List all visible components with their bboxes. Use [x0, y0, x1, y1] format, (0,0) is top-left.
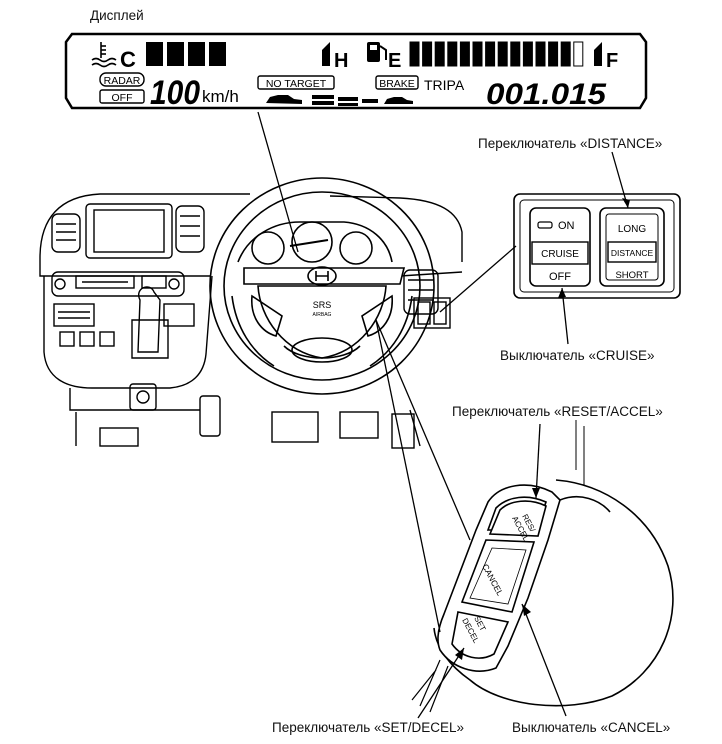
fuel-segment: [485, 41, 496, 67]
steering-stalk-detail: [411, 420, 674, 713]
cruise-switch-label: Выключатель «CRUISE»: [500, 348, 655, 363]
cruise-switch-panel: ON CRUISE OFF LONG DISTANCE SHORT: [513, 193, 681, 299]
cruise-button-label: CRUISE: [541, 249, 579, 260]
cold-mark: C: [120, 47, 136, 72]
temp-segment: [209, 42, 226, 66]
fuel-gauge-bars: [409, 41, 584, 67]
dashboard-drawing: [39, 193, 463, 449]
cruise-arrow: [558, 288, 566, 298]
cruise-off-label: OFF: [549, 271, 571, 283]
set-decel-leader: [417, 647, 465, 719]
fuel-segment: [459, 41, 470, 67]
distance-bar-3: [338, 97, 358, 101]
fuel-pump-icon: [367, 42, 387, 62]
fuel-segment: [409, 41, 420, 67]
empty-mark: E: [388, 50, 401, 72]
distance-button[interactable]: [607, 241, 657, 263]
brake-badge-text: BRAKE: [379, 78, 415, 90]
res-accel-button[interactable]: [488, 500, 547, 537]
hot-mark: H: [334, 50, 348, 72]
off-badge-text: OFF: [112, 92, 133, 104]
trip-label: TRIPA: [424, 77, 465, 93]
distance-button-label: DISTANCE: [611, 248, 654, 258]
fuel-segment: [497, 41, 508, 67]
distance-bar-4: [338, 103, 358, 106]
no-target-text: NO TARGET: [266, 78, 327, 90]
cancel-leader: [521, 603, 567, 717]
set-decel-arrow: [455, 648, 464, 660]
distance-long-label: LONG: [618, 224, 647, 235]
panel-location-line: [439, 245, 517, 313]
set-decel-switch-label: Переключатель «SET/DECEL»: [272, 720, 465, 735]
fuel-segment: [422, 41, 433, 67]
distance-switch-label: Переключатель «DISTANCE»: [478, 136, 663, 151]
brake-badge: [375, 75, 419, 90]
fuel-segment: [510, 41, 521, 67]
airbag-label: AIRBAG: [313, 312, 332, 318]
cancel-switch-label: Выключатель «CANCEL»: [512, 720, 671, 735]
radar-badge: [99, 72, 145, 87]
reset-accel-leader: [535, 423, 541, 499]
distance-bar-5: [362, 99, 378, 103]
own-car-icon: [266, 95, 302, 104]
display-leader-line: [257, 111, 299, 253]
cancel-arrow: [522, 604, 531, 616]
srs-label: SRS: [313, 300, 332, 310]
fuel-segment: [472, 41, 483, 67]
distance-leader-line: [611, 151, 629, 209]
temp-segment: [188, 42, 205, 66]
fuel-segment: [447, 41, 458, 67]
reset-accel-arrow: [532, 488, 540, 498]
reset-accel-switch-label: Переключатель «RESET/ACCEL»: [452, 404, 663, 419]
lcd-display: C H E F RADAR OFF 100 km/h NO TARGET BRA: [64, 32, 648, 112]
stalk-location-line-2: [375, 319, 441, 633]
steering-wheel: [209, 177, 435, 395]
temp-gauge-bars: [146, 42, 226, 66]
speed-value: 100: [150, 74, 200, 112]
target-car-icon: [384, 97, 413, 104]
fuel-segment: [560, 41, 571, 67]
full-mark: F: [606, 50, 618, 72]
off-badge: [99, 89, 145, 104]
cancel-button[interactable]: [460, 539, 536, 613]
temp-segment: [167, 42, 184, 66]
fuel-segment: [548, 41, 559, 67]
stalk-location-line-1: [375, 319, 471, 541]
distance-short-label: SHORT: [615, 270, 648, 281]
distance-bar-2: [312, 101, 334, 105]
temp-end-marker: [322, 42, 330, 66]
fuel-segment: [434, 41, 445, 67]
fuel-segment: [573, 41, 584, 67]
temp-segment: [146, 42, 163, 66]
odometer-value: 001.015: [486, 78, 607, 111]
display-label: Дисплей: [90, 8, 144, 23]
coolant-temp-icon: [91, 42, 117, 68]
speed-unit: km/h: [202, 87, 239, 106]
cruise-main-button[interactable]: [531, 241, 589, 265]
fuel-segment: [535, 41, 546, 67]
cruise-indicator-led: [537, 221, 553, 229]
no-target-badge: [257, 75, 335, 90]
radar-badge-text: RADAR: [104, 75, 141, 87]
cruise-on-label: ON: [558, 220, 575, 232]
fuel-end-marker: [594, 42, 602, 66]
distance-arrow: [622, 198, 630, 208]
set-decel-button[interactable]: [451, 611, 510, 659]
distance-bar-1: [312, 95, 334, 99]
fuel-segment: [522, 41, 533, 67]
